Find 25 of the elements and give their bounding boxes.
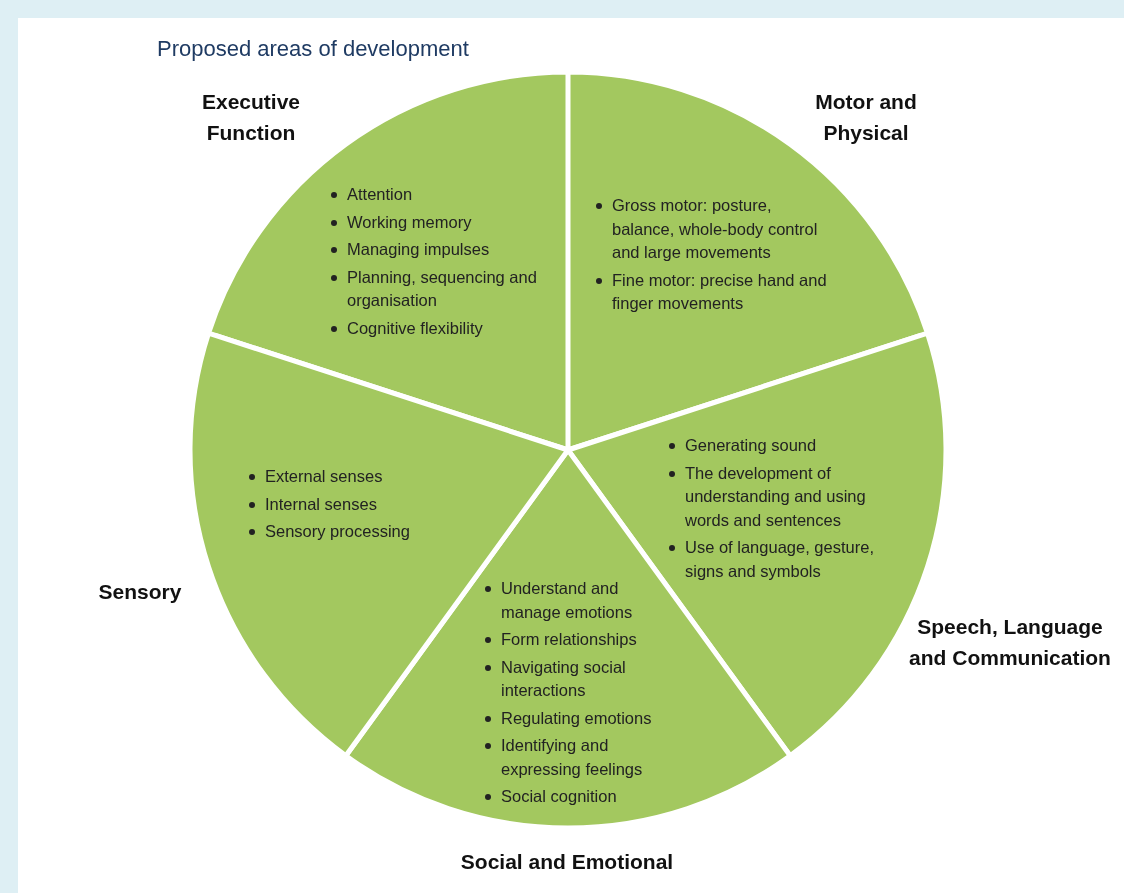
bullet-text: The development of understanding and using words and sentences bbox=[685, 463, 866, 529]
bullet-text: Understand and manage emotions bbox=[501, 579, 633, 621]
bullet-text: Internal senses bbox=[265, 494, 377, 513]
bullet-text: Fine motor: precise hand and finger movements bbox=[612, 270, 827, 312]
bullet-text: Cognitive flexibility bbox=[347, 318, 483, 337]
bullet-text: Navigating social interactions bbox=[501, 657, 626, 699]
bullet-text: Identifying and expressing feelings bbox=[501, 736, 643, 778]
bullet-text: Sensory processing bbox=[265, 522, 410, 540]
segment-heading: Motor and Physical bbox=[814, 89, 918, 146]
bullet-text: Working memory bbox=[347, 212, 472, 231]
bullet-text: Planning, sequencing and organisation bbox=[347, 267, 537, 309]
segment-heading: Executive Function bbox=[200, 89, 302, 146]
segment-heading: Sensory bbox=[97, 579, 183, 605]
bullet-text: Use of language, gesture, signs and symbols bbox=[685, 538, 874, 580]
bullet-text: Regulating emotions bbox=[501, 708, 652, 727]
segment-heading: Social and Emotional bbox=[459, 849, 675, 875]
bullet-text: External senses bbox=[265, 467, 383, 485]
bullet-text: Managing impulses bbox=[347, 240, 490, 258]
bullet-text: Social cognition bbox=[501, 787, 617, 805]
bullet-text: Gross motor: posture, balance, whole-body control and large movements bbox=[612, 196, 818, 261]
diagram-title: Proposed areas of development bbox=[157, 36, 469, 62]
bullet-text: Generating sound bbox=[685, 436, 817, 454]
bullet-text: Attention bbox=[347, 185, 413, 203]
bullet-text: Form relationships bbox=[501, 630, 637, 648]
segment-heading: Speech, Language and Communication bbox=[908, 614, 1112, 671]
